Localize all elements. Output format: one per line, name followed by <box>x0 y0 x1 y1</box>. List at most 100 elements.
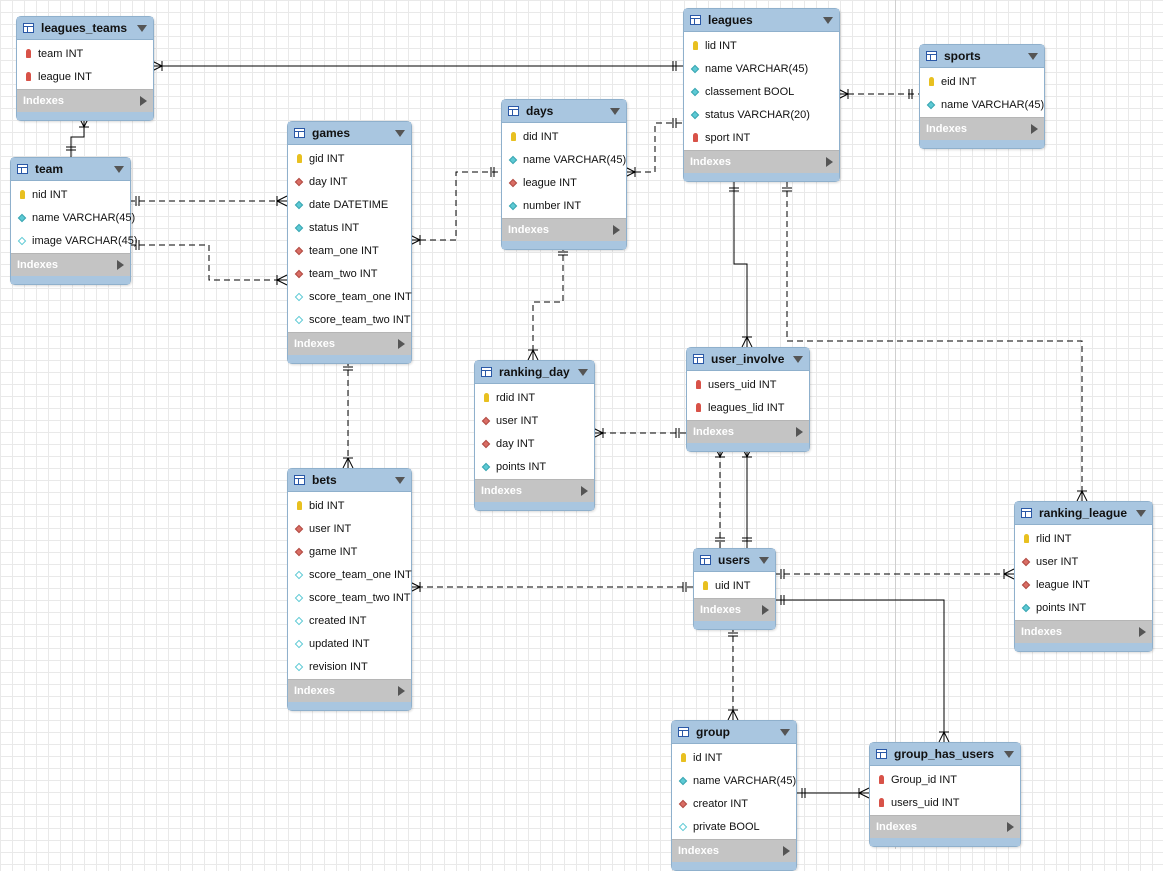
indexes-section[interactable]: Indexes <box>11 253 130 276</box>
column-row[interactable]: created INT <box>288 609 411 632</box>
indexes-section[interactable]: Indexes <box>684 150 839 173</box>
indexes-section[interactable]: Indexes <box>672 839 796 862</box>
expand-arrow-icon[interactable] <box>762 605 769 615</box>
collapse-triangle-icon[interactable] <box>610 107 620 115</box>
expand-arrow-icon[interactable] <box>117 260 124 270</box>
relationship-days-ranking-day[interactable] <box>527 245 568 361</box>
indexes-section[interactable]: Indexes <box>1015 620 1152 643</box>
collapse-triangle-icon[interactable] <box>780 728 790 736</box>
column-row[interactable]: score_team_one INT <box>288 563 412 586</box>
column-row[interactable]: score_team_two INT <box>288 308 411 331</box>
relationship-users-group-has-users[interactable] <box>774 595 950 743</box>
collapse-triangle-icon[interactable] <box>823 16 833 24</box>
column-row[interactable]: leagues_lid INT <box>687 396 809 419</box>
column-row[interactable]: users_uid INT <box>687 373 809 396</box>
column-row[interactable]: points INT <box>475 455 594 478</box>
column-row[interactable]: league INT <box>17 65 153 88</box>
column-row[interactable]: user INT <box>1015 550 1152 573</box>
table-header[interactable]: sports <box>920 45 1044 68</box>
indexes-section[interactable]: Indexes <box>694 598 775 621</box>
relationship-users-ranking-league[interactable] <box>774 568 1015 580</box>
column-row[interactable]: eid INT <box>920 70 1044 93</box>
column-row[interactable]: nid INT <box>11 183 130 206</box>
column-row[interactable]: league INT <box>502 171 626 194</box>
table-header[interactable]: bets <box>288 469 411 492</box>
column-row[interactable]: image VARCHAR(45) <box>11 229 138 252</box>
table-header[interactable]: team <box>11 158 130 181</box>
column-row[interactable]: sport INT <box>684 126 839 149</box>
column-row[interactable]: creator INT <box>672 792 796 815</box>
column-row[interactable]: uid INT <box>694 574 775 597</box>
relationship-leagues-user-involve[interactable] <box>729 181 753 348</box>
collapse-triangle-icon[interactable] <box>1028 52 1038 60</box>
column-row[interactable]: Group_id INT <box>870 768 1020 791</box>
column-row[interactable]: number INT <box>502 194 626 217</box>
column-row[interactable]: points INT <box>1015 596 1152 619</box>
column-row[interactable]: name VARCHAR(45) <box>920 93 1044 116</box>
indexes-section[interactable]: Indexes <box>687 420 809 443</box>
table-header[interactable]: ranking_league <box>1015 502 1152 525</box>
expand-arrow-icon[interactable] <box>1031 124 1038 134</box>
table-header[interactable]: user_involve <box>687 348 809 371</box>
column-row[interactable]: updated INT <box>288 632 411 655</box>
column-row[interactable]: team_two INT <box>288 262 411 285</box>
column-row[interactable]: name VARCHAR(45) <box>502 148 626 171</box>
column-row[interactable]: rlid INT <box>1015 527 1152 550</box>
column-row[interactable]: lid INT <box>684 34 839 57</box>
indexes-section[interactable]: Indexes <box>288 679 411 702</box>
table-header[interactable]: leagues <box>684 9 839 32</box>
indexes-section[interactable]: Indexes <box>502 218 626 241</box>
column-row[interactable]: team INT <box>17 42 153 65</box>
table-header[interactable]: users <box>694 549 775 572</box>
indexes-section[interactable]: Indexes <box>920 117 1044 140</box>
expand-arrow-icon[interactable] <box>140 96 147 106</box>
expand-arrow-icon[interactable] <box>398 339 405 349</box>
column-row[interactable]: game INT <box>288 540 411 563</box>
column-row[interactable]: bid INT <box>288 494 411 517</box>
relationship-team-games[interactable] <box>129 240 288 286</box>
column-row[interactable]: did INT <box>502 125 626 148</box>
relationship-games-bets[interactable] <box>342 360 354 469</box>
collapse-triangle-icon[interactable] <box>137 24 147 32</box>
relationship-users-group[interactable] <box>727 626 739 721</box>
column-row[interactable]: user INT <box>475 409 594 432</box>
expand-arrow-icon[interactable] <box>1139 627 1146 637</box>
column-row[interactable]: users_uid INT <box>870 791 1020 814</box>
column-row[interactable]: id INT <box>672 746 796 769</box>
collapse-triangle-icon[interactable] <box>1004 750 1014 758</box>
expand-arrow-icon[interactable] <box>398 686 405 696</box>
column-row[interactable]: score_team_one INT <box>288 285 412 308</box>
column-row[interactable]: name VARCHAR(45) <box>11 206 135 229</box>
relationship-group-group-has-users[interactable] <box>795 787 870 799</box>
expand-arrow-icon[interactable] <box>581 486 588 496</box>
collapse-triangle-icon[interactable] <box>578 368 588 376</box>
relationship-users-user-involve[interactable] <box>741 446 753 548</box>
expand-arrow-icon[interactable] <box>826 157 833 167</box>
expand-arrow-icon[interactable] <box>1007 822 1014 832</box>
collapse-triangle-icon[interactable] <box>759 556 769 564</box>
collapse-triangle-icon[interactable] <box>395 476 405 484</box>
column-row[interactable]: private BOOL <box>672 815 796 838</box>
expand-arrow-icon[interactable] <box>796 427 803 437</box>
column-row[interactable]: name VARCHAR(45) <box>684 57 839 80</box>
column-row[interactable]: classement BOOL <box>684 80 839 103</box>
column-row[interactable]: league INT <box>1015 573 1152 596</box>
collapse-triangle-icon[interactable] <box>793 355 803 363</box>
column-row[interactable]: score_team_two INT <box>288 586 411 609</box>
collapse-triangle-icon[interactable] <box>114 165 124 173</box>
expand-arrow-icon[interactable] <box>613 225 620 235</box>
collapse-triangle-icon[interactable] <box>395 129 405 137</box>
table-header[interactable]: days <box>502 100 626 123</box>
